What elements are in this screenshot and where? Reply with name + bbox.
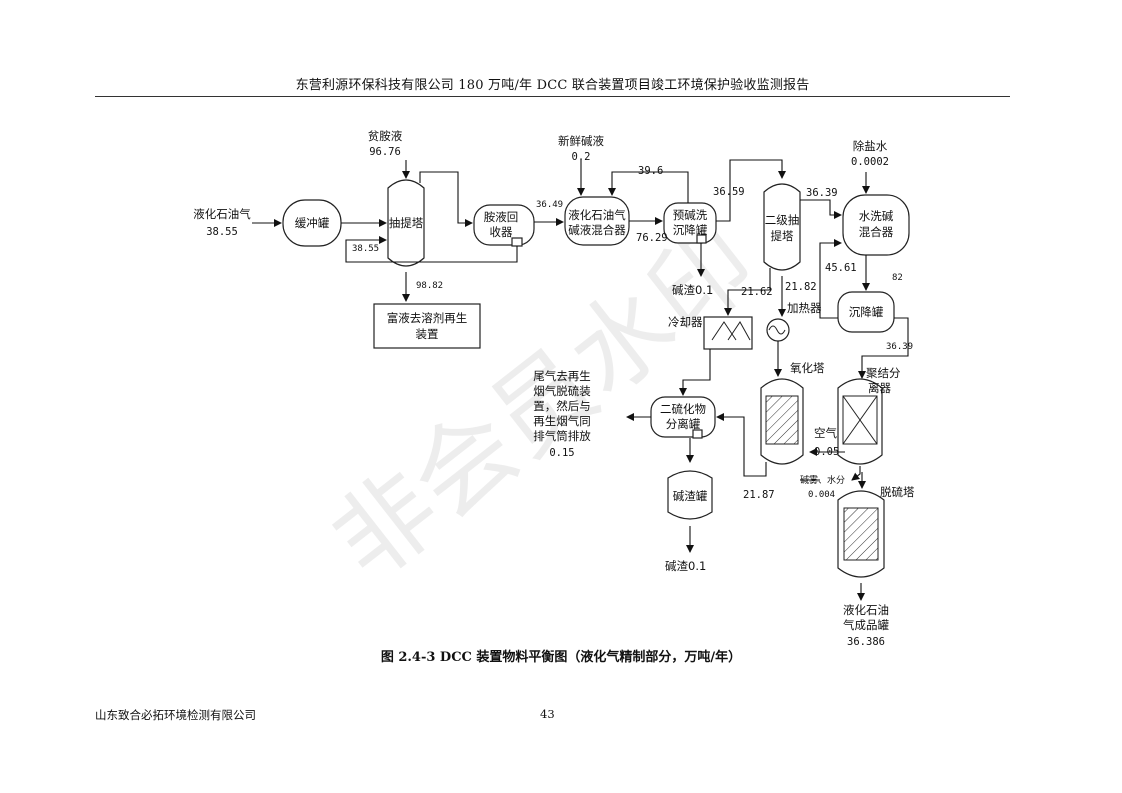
water-wash-label-2: 混合器 bbox=[859, 225, 894, 239]
prewash-label-2: 沉降罐 bbox=[673, 223, 708, 237]
second-extractor-tower bbox=[763, 183, 801, 271]
amine-return-line bbox=[345, 236, 518, 263]
flow-36-39-a: 36.39 bbox=[806, 187, 838, 199]
flow-21-82: 21.82 bbox=[785, 281, 817, 293]
flow-36-59: 36.59 bbox=[713, 186, 745, 198]
buffer-tank-label: 缓冲罐 bbox=[295, 216, 330, 230]
tail-gas-line-3: 置，然后与 bbox=[533, 399, 591, 413]
heater bbox=[766, 318, 790, 342]
desulfurizer-label: 脱硫塔 bbox=[880, 485, 915, 499]
prewash-to-second-extractor bbox=[716, 159, 786, 222]
rich-regen-box bbox=[373, 303, 481, 349]
flow-82: 82 bbox=[892, 273, 903, 283]
tail-gas-line-4: 再生烟气同 bbox=[533, 414, 591, 428]
oxidation-packing bbox=[765, 395, 799, 445]
fresh-caustic-label: 新鲜碱液 bbox=[558, 134, 604, 148]
cooler-label: 冷却器 bbox=[668, 315, 703, 329]
cooler bbox=[703, 316, 753, 350]
disulfide-sep-label-1: 二硫化物 bbox=[660, 402, 706, 416]
disulfide-sep-label-2: 分离罐 bbox=[666, 417, 701, 431]
page-number: 43 bbox=[540, 707, 555, 721]
disulfide-boot bbox=[692, 429, 703, 439]
settling-tank-label: 沉降罐 bbox=[849, 305, 884, 319]
amine-recovery bbox=[473, 204, 535, 246]
amine-recovery-label-1: 胺液回 bbox=[484, 210, 519, 224]
residue-tank-label: 碱渣罐 bbox=[673, 489, 708, 503]
tail-gas-line-5: 排气筒排放 bbox=[533, 429, 591, 443]
coalescer-label-1: 聚结分 bbox=[866, 366, 901, 380]
flow-36-39-b: 36.39 bbox=[886, 342, 913, 352]
water-wash-mixer bbox=[842, 194, 910, 256]
fresh-caustic-value: 0.2 bbox=[572, 151, 591, 163]
heater-coil bbox=[768, 325, 786, 335]
coalescer bbox=[837, 378, 883, 465]
extractor-label: 抽提塔 bbox=[389, 216, 424, 230]
coalescer-mist-line bbox=[851, 466, 861, 481]
desalted-water-value: 0.0002 bbox=[851, 156, 889, 168]
extractor-tower bbox=[387, 179, 425, 267]
oxidation-return-line bbox=[716, 413, 767, 477]
lean-amine-value: 96.76 bbox=[369, 146, 401, 158]
lean-amine-label: 贫胺液 bbox=[368, 129, 403, 143]
product-line-2: 气成品罐 bbox=[843, 618, 889, 632]
lpg-mixer-label-2: 碱液混合器 bbox=[568, 223, 626, 237]
lpg-mixer-label-1: 液化石油气 bbox=[568, 208, 626, 222]
cooler-internal bbox=[711, 321, 751, 341]
flow-21-87: 21.87 bbox=[743, 489, 775, 501]
coalescer-label-2: 离器 bbox=[868, 381, 891, 395]
extractor-overhead-line bbox=[419, 171, 473, 227]
footer-company: 山东致合必拓环境检测有限公司 bbox=[95, 708, 256, 722]
mist-value: 0.004 bbox=[808, 490, 835, 500]
flow-21-62: 21.62 bbox=[741, 286, 773, 298]
flow-76-29: 76.29 bbox=[636, 232, 668, 244]
product-line-1: 液化石油 bbox=[843, 603, 889, 617]
feed-label: 液化石油气 bbox=[193, 207, 251, 221]
coalescer-packing bbox=[842, 395, 878, 445]
tail-gas-line-2: 烟气脱硫装 bbox=[533, 384, 591, 398]
second-extractor-label-2: 提塔 bbox=[771, 229, 794, 243]
flow-38-55: 38.55 bbox=[352, 244, 379, 254]
caustic-residue-tank bbox=[667, 470, 713, 520]
settling-recycle-line bbox=[819, 239, 842, 319]
air-label: 空气 bbox=[814, 426, 837, 440]
prewash-settling-tank bbox=[663, 202, 717, 244]
second-extractor-to-cooler bbox=[724, 268, 771, 316]
flow-36-49: 36.49 bbox=[536, 200, 563, 210]
amine-recovery-label-2: 收器 bbox=[490, 225, 513, 239]
rich-regen-label-2: 装置 bbox=[416, 327, 439, 341]
tail-gas-line-1: 尾气去再生 bbox=[533, 369, 591, 383]
caustic-recycle-line bbox=[608, 171, 689, 203]
tail-gas-value: 0.15 bbox=[549, 447, 574, 459]
rich-regen-label-1: 富液去溶剂再生 bbox=[387, 311, 468, 325]
residue-label-1: 碱渣0.1 bbox=[672, 283, 713, 297]
heater-label: 加热器 bbox=[787, 301, 822, 315]
second-extractor-label-1: 二级抽 bbox=[765, 213, 800, 227]
residue-label-2: 碱渣0.1 bbox=[665, 559, 706, 573]
amine-recovery-boot bbox=[511, 237, 523, 247]
product-value: 36.386 bbox=[847, 636, 885, 648]
oxidation-tower-label: 氧化塔 bbox=[790, 361, 825, 375]
flow-39-6: 39.6 bbox=[638, 165, 663, 177]
page-header: 东营利源环保科技有限公司 180 万吨/年 DCC 联合装置项目竣工环境保护验收… bbox=[295, 78, 810, 93]
second-extractor-to-wash bbox=[800, 199, 842, 219]
figure-caption: 图 2.4-3 DCC 装置物料平衡图（液化气精制部分，万吨/年） bbox=[380, 650, 742, 665]
feed-value: 38.55 bbox=[206, 226, 238, 238]
settling-to-coalescer bbox=[858, 317, 909, 379]
flow-98-82: 98.82 bbox=[416, 281, 443, 291]
water-wash-label-1: 水洗碱 bbox=[859, 209, 894, 223]
mist-label: 碱雾、水分 bbox=[800, 474, 845, 486]
desalted-water-label: 除盐水 bbox=[853, 139, 888, 153]
desulfurizer-packing bbox=[843, 507, 879, 561]
cooler-to-separator bbox=[679, 349, 711, 396]
air-value: 0.05 bbox=[814, 446, 839, 458]
prewash-label-1: 预碱洗 bbox=[673, 208, 708, 222]
flow-45-61: 45.61 bbox=[825, 262, 857, 274]
header-rule bbox=[95, 96, 1010, 97]
settling-tank bbox=[837, 291, 895, 333]
